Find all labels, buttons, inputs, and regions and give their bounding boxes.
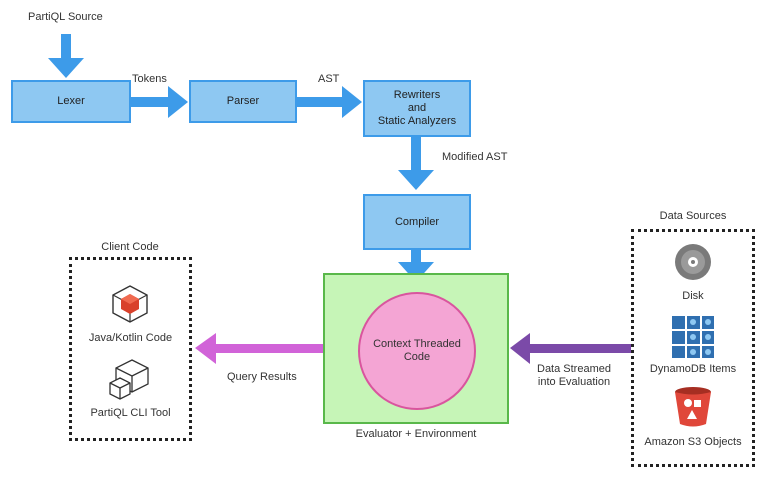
dynamodb-icon bbox=[672, 316, 714, 358]
parser-box: Parser bbox=[189, 80, 297, 123]
cube-icon bbox=[112, 285, 148, 323]
data-sources-group bbox=[631, 229, 755, 467]
ast-label: AST bbox=[318, 73, 340, 85]
client-code-label: Client Code bbox=[101, 241, 159, 253]
modified-ast-label: Modified AST bbox=[442, 151, 508, 163]
tokens-label: Tokens bbox=[132, 73, 167, 85]
client-code-group bbox=[69, 257, 192, 441]
context-threaded-code: Context Threaded Code bbox=[358, 292, 476, 410]
data-sources-label: Data Sources bbox=[659, 210, 727, 222]
partiql-cli-label: PartiQL CLI Tool bbox=[90, 407, 171, 419]
lexer-label: Lexer bbox=[57, 95, 85, 107]
java-kotlin-label: Java/Kotlin Code bbox=[88, 332, 173, 344]
parser-label: Parser bbox=[226, 95, 260, 107]
lexer-box: Lexer bbox=[11, 80, 131, 123]
s3-bucket-icon bbox=[675, 387, 711, 427]
evaluator-env-label: Evaluator + Environment bbox=[355, 428, 477, 440]
dynamodb-label: DynamoDB Items bbox=[649, 363, 737, 375]
source-label: PartiQL Source bbox=[28, 11, 103, 23]
arrow-source-to-lexer bbox=[48, 34, 84, 78]
s3-label: Amazon S3 Objects bbox=[644, 436, 742, 448]
boxes-icon bbox=[109, 359, 149, 400]
arrow-data-to-evaluator bbox=[510, 333, 631, 364]
arrow-compiler-to-evaluator bbox=[398, 250, 434, 282]
context-threaded-code-label: Context Threaded Code bbox=[373, 338, 461, 363]
data-streamed-label: Data Streamed into Evaluation bbox=[537, 363, 611, 388]
arrow-parser-to-rewriters bbox=[297, 86, 362, 118]
arrow-lexer-to-parser bbox=[130, 86, 188, 118]
rewriters-label: Rewriters and Static Analyzers bbox=[377, 89, 457, 127]
arrow-rewriters-to-compiler bbox=[398, 137, 434, 190]
disk-icon bbox=[675, 244, 711, 280]
disk-label: Disk bbox=[682, 290, 704, 302]
compiler-label: Compiler bbox=[394, 215, 439, 228]
query-results-label: Query Results bbox=[227, 371, 297, 383]
compiler-box: Compiler bbox=[363, 194, 471, 250]
arrow-query-results bbox=[195, 333, 323, 364]
rewriters-box: Rewriters and Static Analyzers bbox=[363, 80, 471, 137]
